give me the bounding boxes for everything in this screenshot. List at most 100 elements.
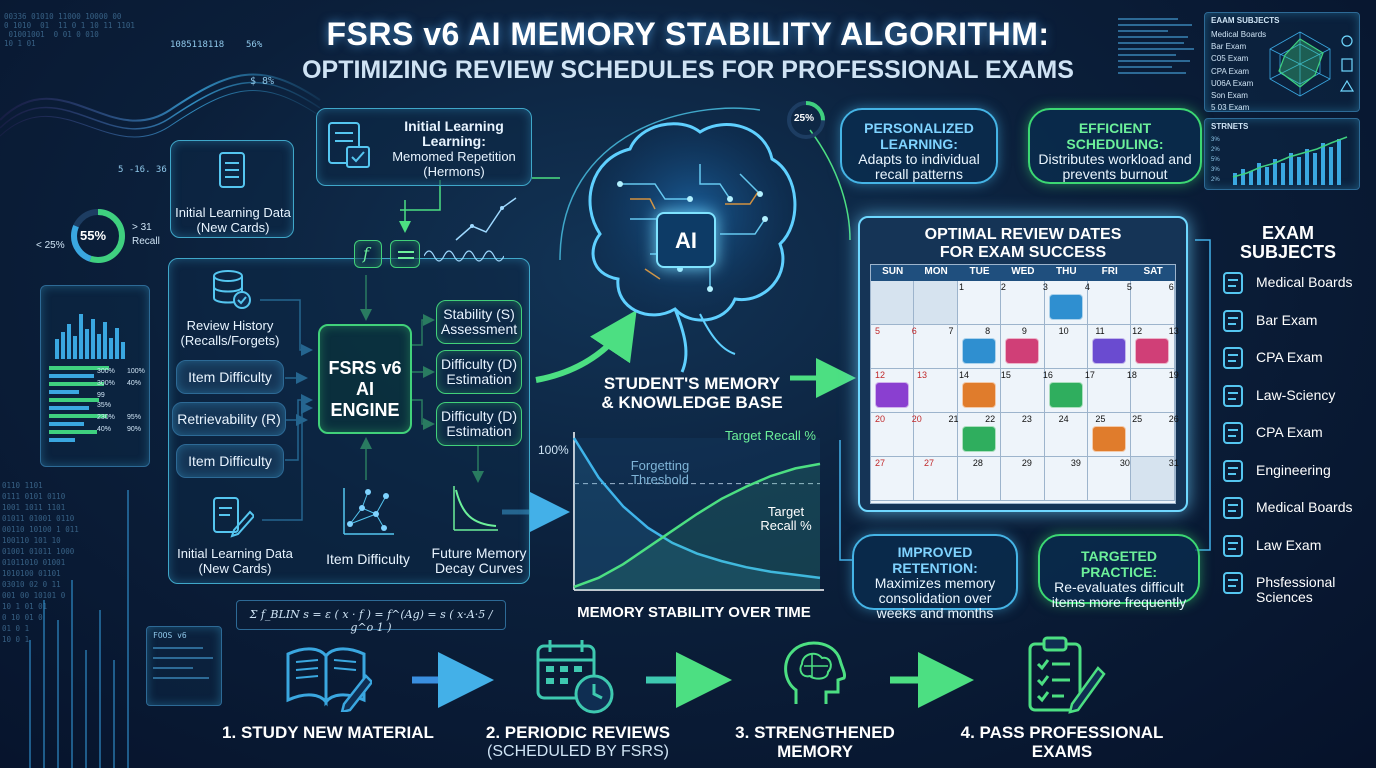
calendar-review-event[interactable] <box>1005 338 1040 364</box>
hud-pct-3: 300% <box>97 380 115 387</box>
efficient-scheduling-bubble: EFFICIENT SCHEDULING: Distributes worklo… <box>1028 108 1202 184</box>
calendar-cell[interactable] <box>1044 281 1088 325</box>
calendar-cell[interactable] <box>871 325 915 369</box>
calendar-panel: OPTIMAL REVIEW DATES FOR EXAM SUCCESS SU… <box>858 216 1188 512</box>
difficulty-1-box: Difficulty (D) Estimation <box>436 350 522 394</box>
exam-subject-item[interactable]: CPA Exam <box>1220 420 1370 446</box>
calendar-date-number: 7 <box>948 326 954 336</box>
calendar-review-event[interactable] <box>1048 382 1083 408</box>
calendar-review-event[interactable] <box>1092 338 1126 364</box>
calendar-cell[interactable] <box>1131 413 1175 457</box>
calendar-date-number: 25 <box>1132 414 1143 424</box>
calendar-cell[interactable] <box>957 369 1002 413</box>
calendar-cell[interactable] <box>1131 369 1175 413</box>
calendar-review-event[interactable] <box>961 426 996 452</box>
brain-head-icon <box>784 641 846 704</box>
function-icon: f <box>354 240 382 268</box>
calendar-cell[interactable] <box>871 413 915 457</box>
mini-line-graph-icon <box>455 197 517 241</box>
calendar-cell[interactable] <box>957 413 1002 457</box>
calendar-cell[interactable] <box>914 325 958 369</box>
mini-subject-item: U06A Exam <box>1211 78 1254 88</box>
chart-annotation-target-2: Recall % <box>760 518 812 533</box>
calendar-date-number: 23 <box>1021 414 1032 424</box>
exam-subject-item[interactable]: CPA Exam <box>1220 345 1370 371</box>
ai-chip-label: AI <box>675 228 697 253</box>
calendar-day-wed: WED <box>1011 266 1035 277</box>
calendar-cell[interactable] <box>871 369 915 413</box>
calendar-date-number: 25 <box>1095 414 1106 424</box>
input-initial-top-label: Initial Learning Data (New Cards) <box>175 205 291 235</box>
calendar-cell[interactable] <box>957 281 1002 325</box>
brain-label: STUDENT'S MEMORY & KNOWLEDGE BASE <box>601 374 783 412</box>
item-difficulty-2-box: Item Difficulty <box>176 444 284 478</box>
calendar-date-number: 12 <box>1132 326 1143 336</box>
calendar-cell[interactable] <box>1088 369 1132 413</box>
calendar-date-number: 28 <box>972 458 983 468</box>
calendar-review-event[interactable] <box>961 382 996 408</box>
brain-ring-pct: 25% <box>794 113 815 124</box>
hud-pct-2: 100% <box>127 368 145 375</box>
mini-subject-item: C05 Exam <box>1211 54 1249 64</box>
calendar-cell[interactable] <box>914 457 958 501</box>
calendar-cell[interactable] <box>1001 413 1045 457</box>
recall-gauge <box>71 209 125 263</box>
calendar-cell[interactable] <box>1088 457 1132 501</box>
exam-subject-item[interactable]: Medical Boards <box>1220 270 1370 296</box>
exam-subject-item[interactable]: Engineering <box>1220 458 1370 484</box>
calendar-review-event[interactable] <box>961 338 996 364</box>
calendar-cell[interactable] <box>914 369 958 413</box>
targeted-body: Re-evaluates difficult items more freque… <box>1051 579 1187 610</box>
calendar-cell[interactable] <box>1044 369 1088 413</box>
exam-subject-item[interactable]: Law Exam <box>1220 533 1370 559</box>
calendar-review-event[interactable] <box>1092 426 1126 452</box>
calendar-cell[interactable] <box>1001 325 1045 369</box>
exam-subject-item[interactable]: Bar Exam <box>1220 308 1370 334</box>
calendar-cell[interactable] <box>871 457 915 501</box>
calendar-date-number: 5 <box>875 326 881 336</box>
exam-subject-icon <box>1223 422 1243 444</box>
exam-subject-label: CPA Exam <box>1256 349 1323 365</box>
calendar-cell[interactable] <box>1001 457 1045 501</box>
calendar-cell[interactable] <box>1131 325 1175 369</box>
calendar-review-event[interactable] <box>1048 294 1083 320</box>
exam-subject-label: Law Exam <box>1256 536 1322 553</box>
calendar-review-event[interactable] <box>1135 338 1170 364</box>
calendar-cell[interactable] <box>1044 413 1088 457</box>
calendar-cell[interactable] <box>1131 457 1175 501</box>
retrievability-box: Retrievability (R) <box>172 402 286 436</box>
calendar-cell[interactable] <box>1088 413 1132 457</box>
calendar-date-number: 17 <box>1084 370 1095 380</box>
flow-step-3: 3. STRENGTHENED MEMORY <box>735 723 895 761</box>
gauge-right-top: > 31 <box>132 222 152 233</box>
calendar-review-event[interactable] <box>875 382 909 408</box>
chart-series-line-1 <box>572 437 821 580</box>
exam-subject-label: Law-Sciency <box>1256 386 1336 403</box>
calendar-cell[interactable] <box>1044 325 1088 369</box>
calendar-cell[interactable] <box>1001 281 1045 325</box>
calendar-date-number: 1 <box>958 282 964 292</box>
calendar-cell[interactable] <box>871 281 915 325</box>
mini-stats-label: STRNETS <box>1211 122 1249 131</box>
calendar-cell[interactable] <box>957 457 1002 501</box>
exam-subjects-title: EXAM SUBJECTS <box>1239 223 1337 262</box>
hud-pct-4: 40% <box>127 380 142 387</box>
calendar-cell[interactable] <box>914 281 958 325</box>
calendar-cell[interactable] <box>1088 281 1132 325</box>
targeted-practice-bubble: TARGETED PRACTICE: Re-evaluates difficul… <box>1038 534 1200 610</box>
engine-item-difficulty-label: Item Difficulty <box>326 551 410 567</box>
calendar-cell[interactable] <box>1131 281 1175 325</box>
gauge-percent: 55% <box>80 228 107 243</box>
exam-subject-item[interactable]: Law-Sciency <box>1220 383 1370 409</box>
exam-subject-item[interactable]: Phsfessional Sciences <box>1220 570 1370 605</box>
calendar-cell[interactable] <box>914 413 958 457</box>
calendar-cell[interactable] <box>1088 325 1132 369</box>
calendar-cell[interactable] <box>1044 457 1088 501</box>
hud-readout-1: 1085118118 <box>170 40 225 50</box>
calendar-title: OPTIMAL REVIEW DATES FOR EXAM SUCCESS <box>924 226 1122 261</box>
flow-step-1: 1. STUDY NEW MATERIAL <box>222 723 434 742</box>
exam-subject-item[interactable]: Medical Boards <box>1220 495 1370 521</box>
calendar-cell[interactable] <box>957 325 1002 369</box>
calendar-date-number: 5 <box>1126 282 1132 292</box>
calendar-cell[interactable] <box>1001 369 1045 413</box>
